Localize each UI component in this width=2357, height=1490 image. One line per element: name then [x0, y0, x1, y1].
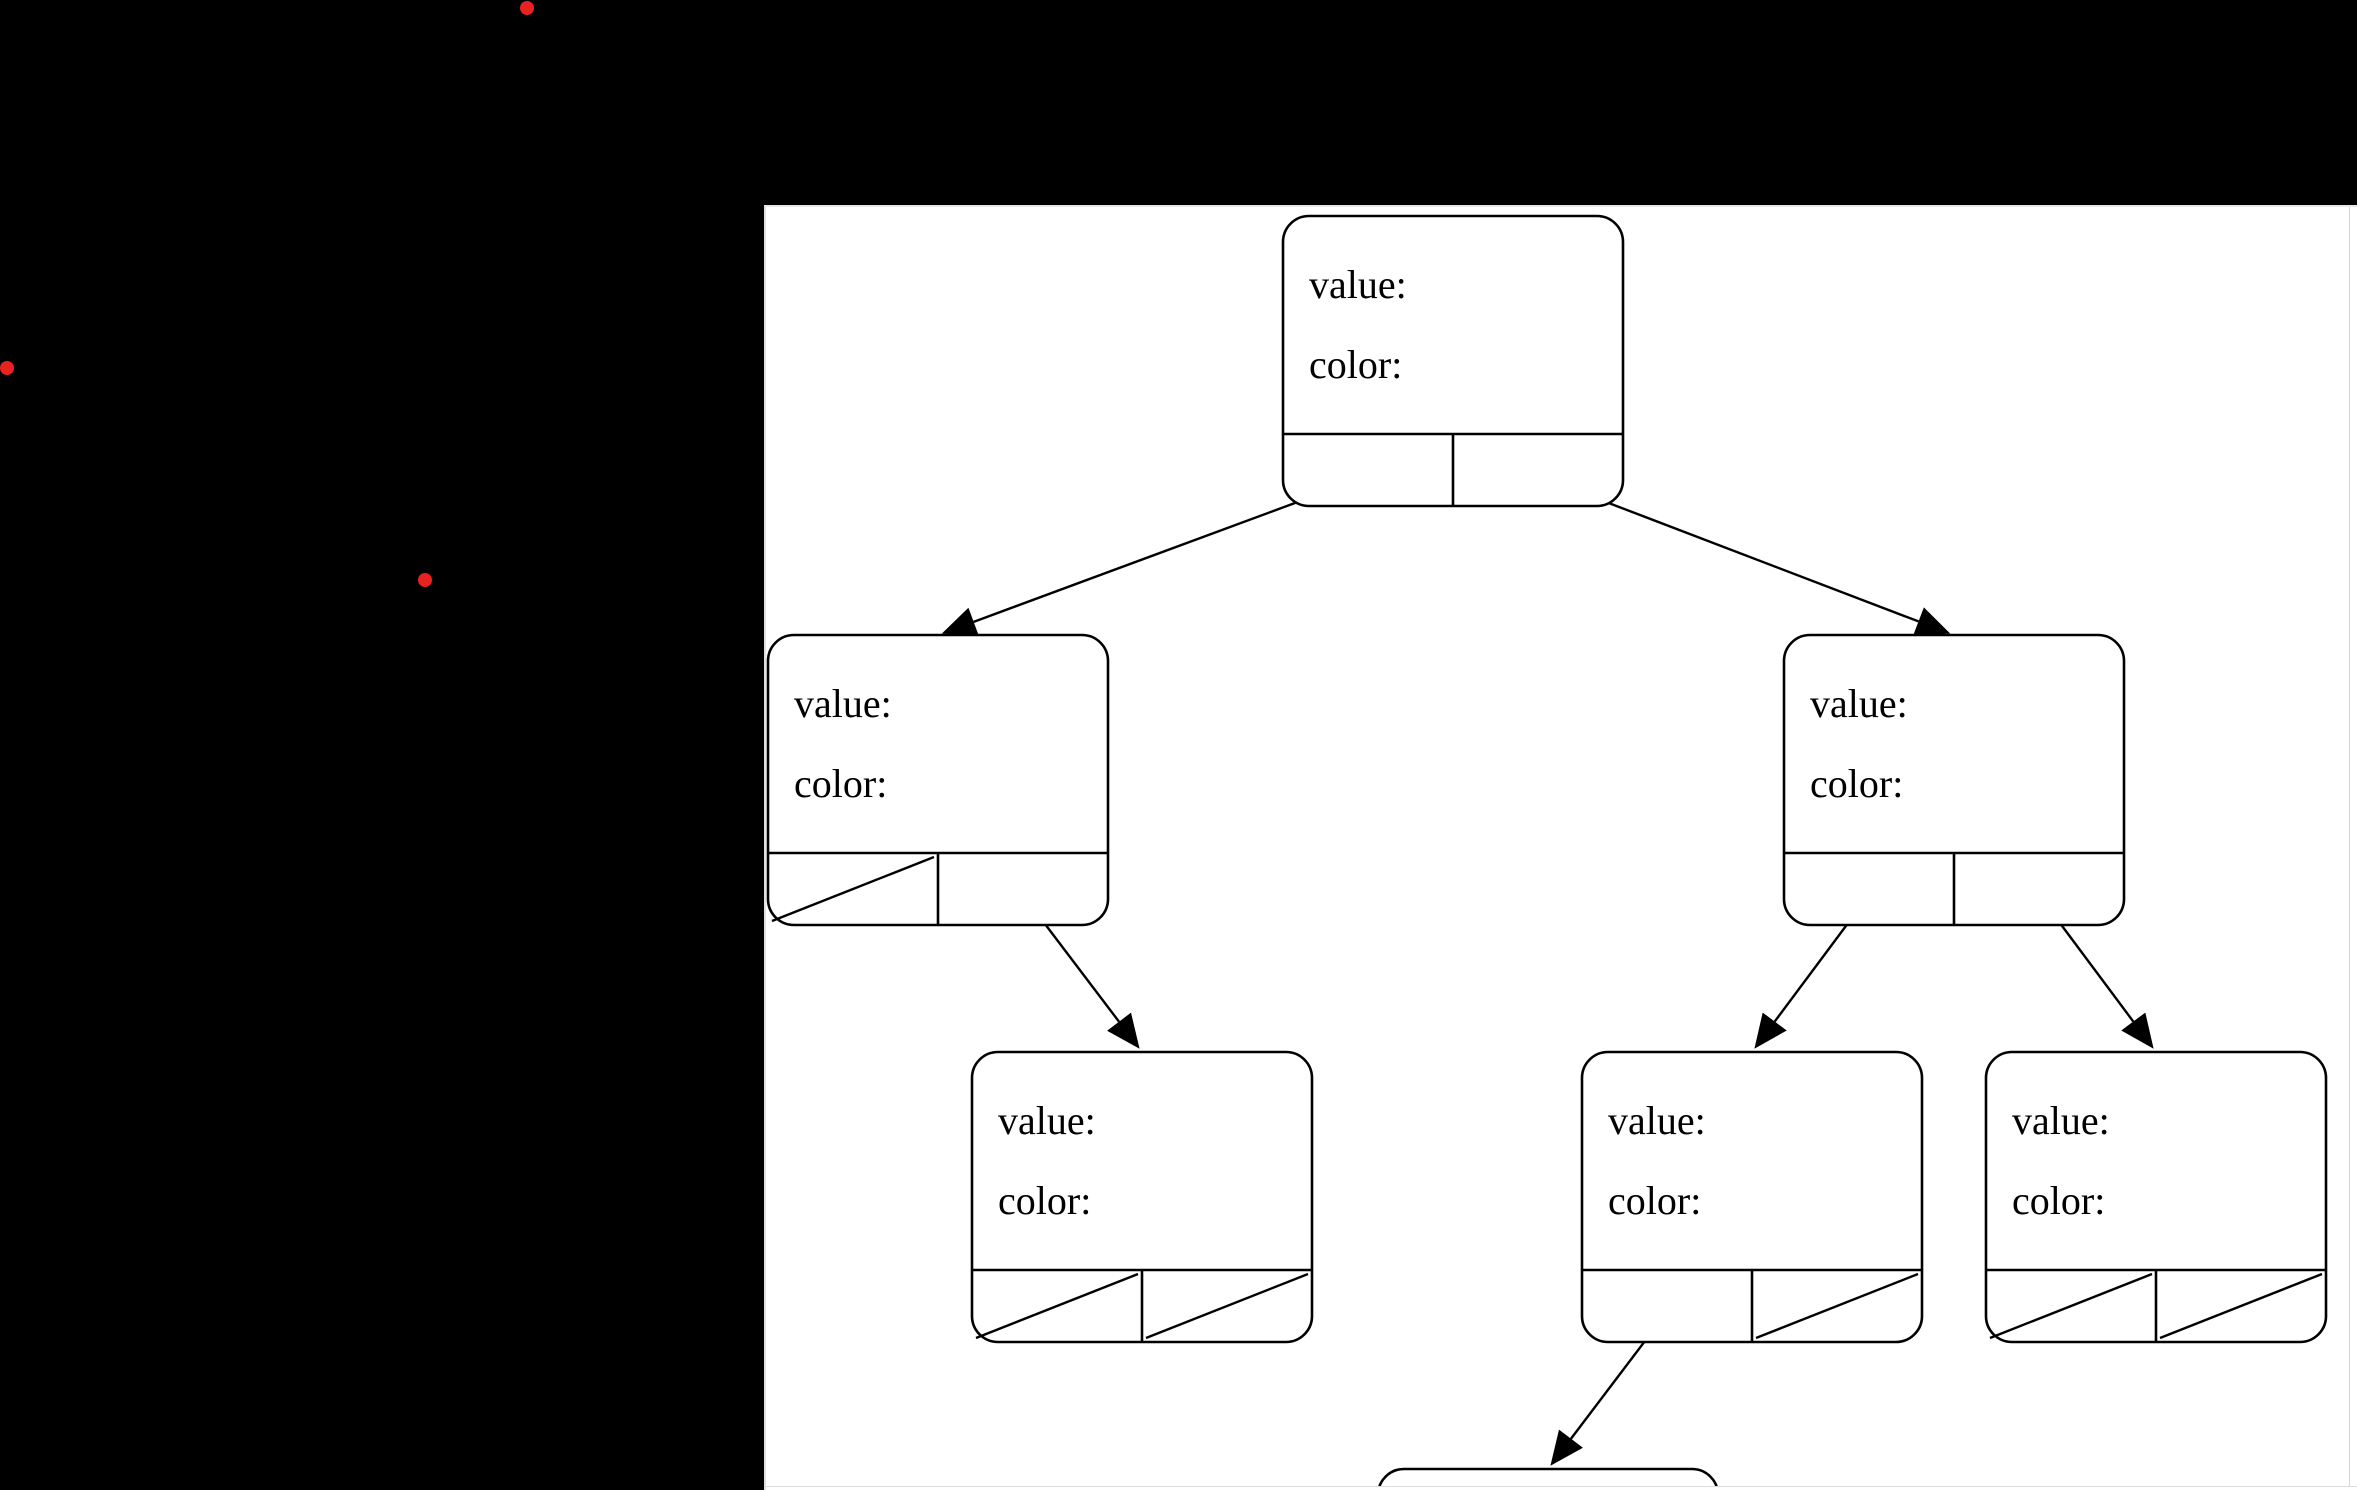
node-value-label: value:	[1810, 681, 1908, 726]
tree-node-right-right[interactable]: value: color:	[1984, 1050, 2328, 1344]
node-value-label: value:	[794, 681, 892, 726]
edge-arrowhead	[1913, 607, 1951, 636]
node-color-label: color:	[2012, 1178, 2105, 1223]
node-color-label: color:	[998, 1178, 1091, 1223]
node-value-label: value:	[1608, 1098, 1706, 1143]
tree-node-right-left[interactable]: value: color:	[1580, 1050, 1924, 1344]
null-pointer-slash-left	[771, 855, 935, 923]
tree-node-right-left-left[interactable]: value:color:	[1377, 1467, 1719, 1490]
edge-arrowhead	[1754, 1012, 1787, 1049]
node-color-label: color:	[1608, 1178, 1701, 1223]
nodes-layer: value: color: value: color: value: color: valu…	[766, 214, 2328, 1490]
node-value-label: value:	[2012, 1098, 2110, 1143]
node-color-label: color:	[1810, 761, 1903, 806]
edge-arrowhead	[941, 607, 979, 636]
node-value-label: value:	[998, 1098, 1096, 1143]
edge-arrowhead	[1550, 1429, 1583, 1466]
null-pointer-slash-right	[1145, 1272, 1309, 1340]
binary-tree-canvas[interactable]: value: color: value: color: value: color: valu…	[766, 207, 2357, 1490]
vertical-scrollbar[interactable]	[2349, 207, 2357, 1490]
node-value-label: value:	[1309, 262, 1407, 307]
tree-node-left-right[interactable]: value: color:	[970, 1050, 1314, 1344]
cursor-marker-1	[520, 1, 534, 15]
null-pointer-slash-right	[1755, 1272, 1919, 1340]
node-color-label: color:	[1309, 342, 1402, 387]
tree-node-right[interactable]: value: color:	[1782, 633, 2126, 927]
cursor-marker-3	[418, 573, 432, 587]
panel-bottom-edge	[766, 1486, 2357, 1490]
tree-node-root[interactable]: value: color:	[1281, 214, 1625, 508]
cursor-marker-2	[0, 361, 14, 375]
edge-arrowhead	[1107, 1012, 1140, 1049]
null-pointer-slash-left	[975, 1272, 1139, 1340]
node-color-label: color:	[794, 761, 887, 806]
edge-arrowhead	[2121, 1012, 2154, 1049]
tree-node-left[interactable]: value: color:	[766, 633, 1110, 927]
null-pointer-slash-right	[2159, 1272, 2323, 1340]
null-pointer-slash-left	[1989, 1272, 2153, 1340]
binary-tree-diagram-panel[interactable]: value: color: value: color: value: color: valu…	[764, 205, 2357, 1490]
